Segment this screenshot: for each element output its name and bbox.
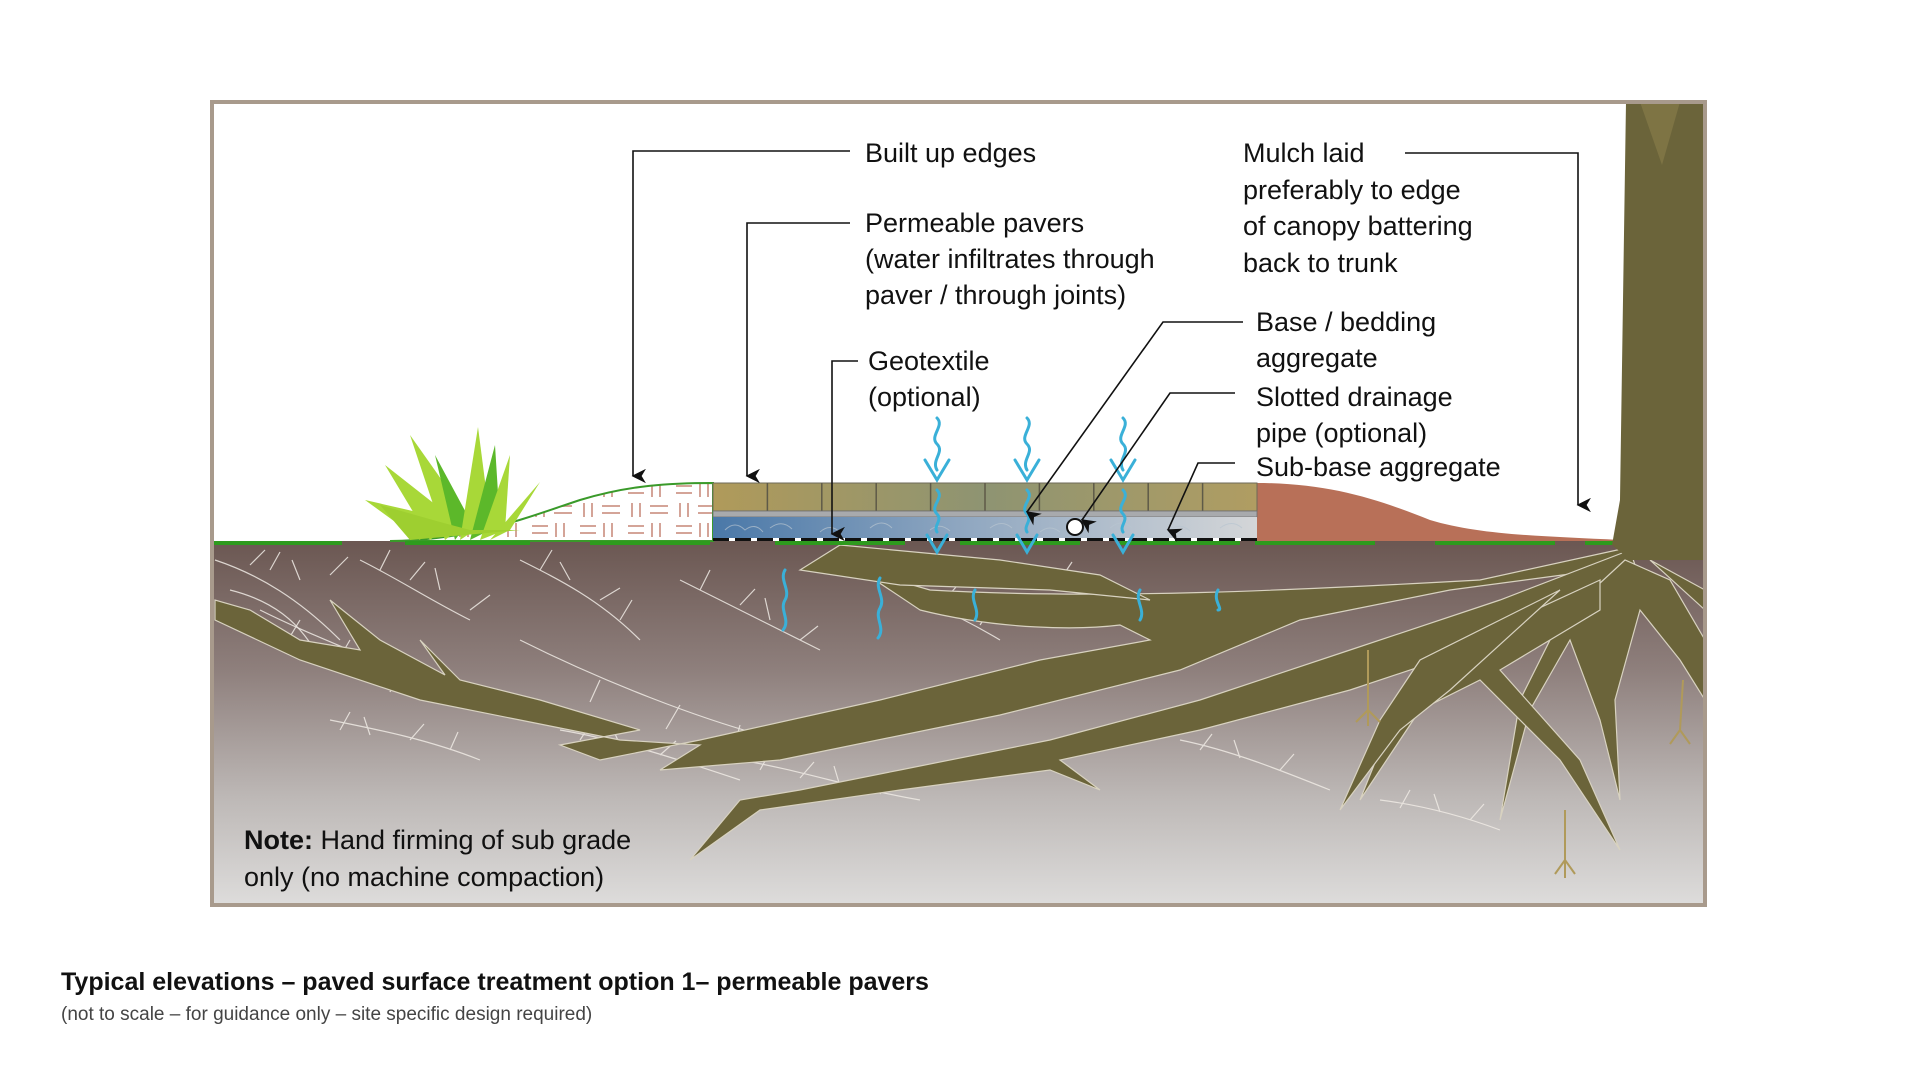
leader-mulch	[1405, 152, 1591, 513]
sub-base-texture	[724, 522, 1243, 533]
leader-geotextile	[830, 360, 858, 542]
note-line2: only (no machine compaction)	[244, 862, 604, 892]
label-mulch-line4: back to trunk	[1243, 248, 1398, 278]
root-tips	[1355, 650, 1691, 878]
figure-subtitle: (not to scale – for guidance only – site…	[61, 1004, 593, 1025]
label-built-up-edges: Built up edges	[865, 138, 1036, 168]
leader-sub-base	[1166, 462, 1235, 542]
slotted-drainage-pipe	[1066, 518, 1084, 536]
sub-base-aggregate	[713, 517, 1257, 538]
figure-title: Typical elevations – paved surface treat…	[61, 968, 929, 996]
tree-roots	[214, 544, 1705, 861]
label-permeable-pavers-line2: (water infiltrates through	[865, 244, 1155, 274]
underground-water	[781, 568, 1222, 640]
label-sub-base: Sub-base aggregate	[1256, 452, 1501, 482]
permeable-pavers	[712, 482, 1258, 512]
label-slotted-pipe: Slotted drainage	[1256, 382, 1453, 412]
leader-permeable-pavers	[745, 222, 850, 484]
diagram-frame	[210, 100, 1707, 907]
sky-background	[212, 102, 1705, 542]
label-mulch: Mulch laid	[1243, 138, 1365, 168]
label-base-bedding: Base / bedding	[1256, 307, 1436, 337]
tree-trunk	[1612, 102, 1705, 560]
rain-arrow	[1013, 416, 1041, 555]
label-slotted-pipe-line2: pipe (optional)	[1256, 418, 1427, 448]
water-infiltration-arrows	[923, 416, 1137, 555]
leader-slotted-pipe	[1080, 392, 1235, 534]
note-prefix: Note:	[244, 825, 313, 855]
rain-arrow	[923, 416, 951, 555]
leader-lines	[631, 150, 1591, 542]
label-permeable-pavers-line3: paver / through joints)	[865, 280, 1126, 310]
label-base-bedding-line2: aggregate	[1256, 343, 1378, 373]
grass-clump	[365, 427, 540, 540]
label-geotextile-line2: (optional)	[868, 382, 981, 412]
label-permeable-pavers: Permeable pavers	[865, 208, 1084, 238]
leader-base-bedding	[1025, 321, 1243, 526]
label-mulch-line3: of canopy battering	[1243, 211, 1473, 241]
label-mulch-line2: preferably to edge	[1243, 175, 1461, 205]
note-line1: Note: Hand firming of sub grade	[244, 825, 631, 855]
mulch	[1257, 483, 1620, 541]
leader-built-up-edges	[631, 150, 850, 484]
trunk-highlight	[1640, 102, 1680, 165]
note-text: Hand firming of sub grade	[313, 825, 631, 855]
label-geotextile: Geotextile	[868, 346, 990, 376]
